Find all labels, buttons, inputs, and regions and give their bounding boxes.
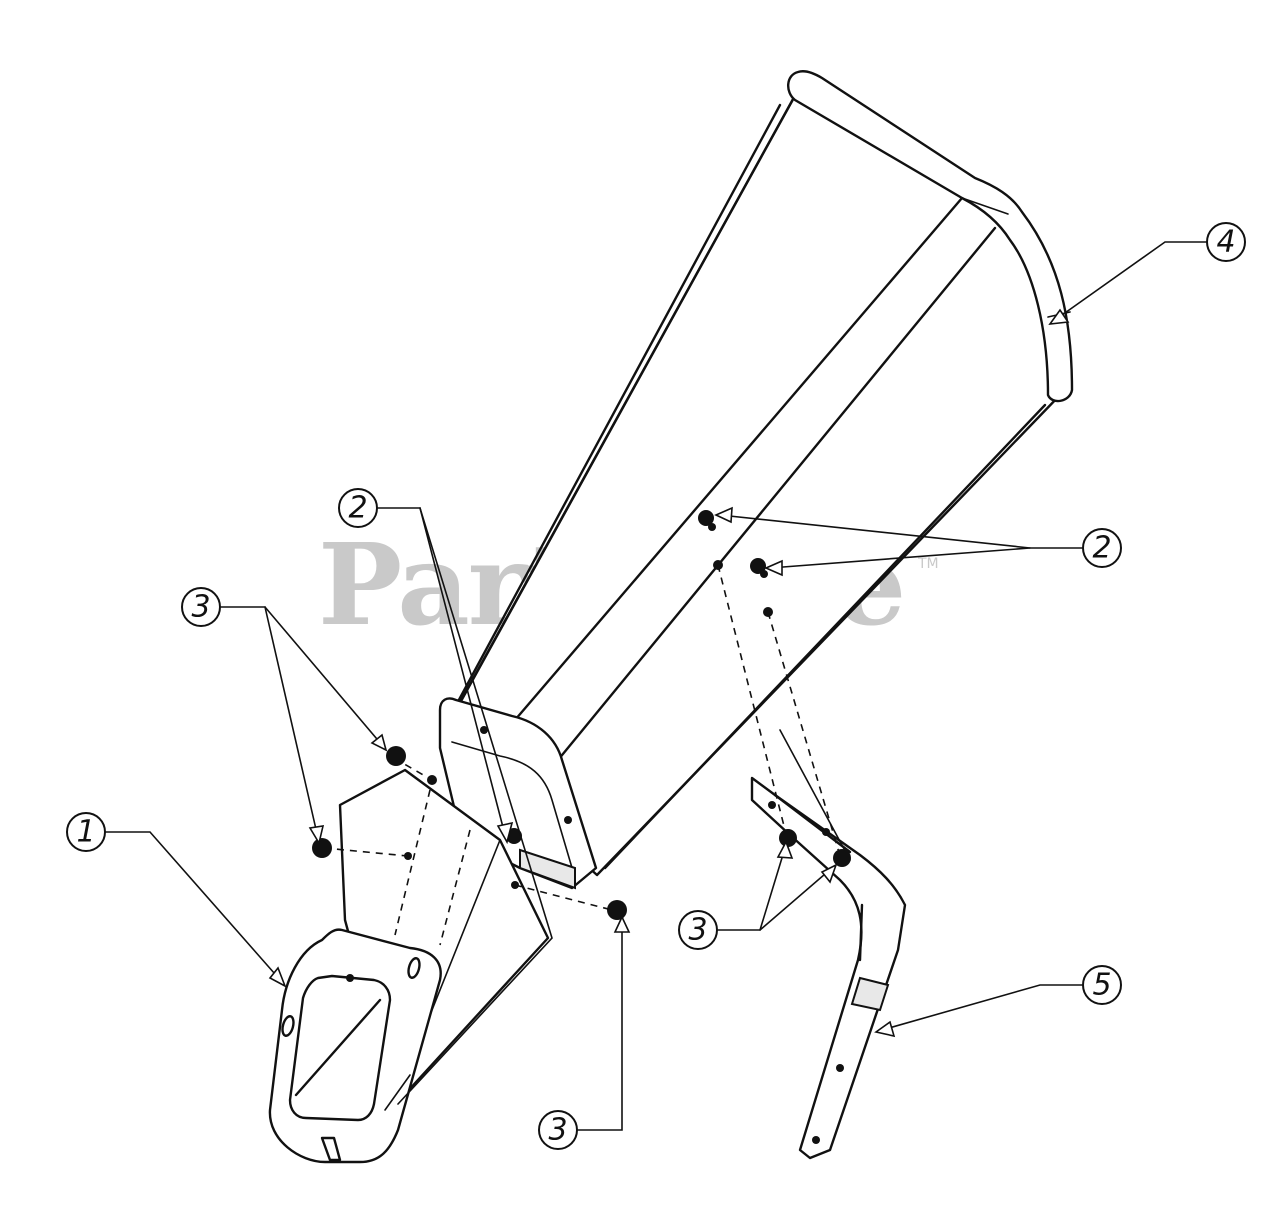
svg-text:2: 2 xyxy=(348,491,367,526)
nut-3-bracket-upper xyxy=(779,829,797,847)
alignment-lines xyxy=(323,564,841,911)
svg-text:4: 4 xyxy=(1216,225,1235,260)
bolt-2-upper xyxy=(698,510,714,526)
bolt-2-lower xyxy=(750,558,766,574)
callout-2b: 2 xyxy=(1082,528,1122,568)
svg-text:3: 3 xyxy=(688,913,707,948)
callout-3c: 3 xyxy=(678,910,718,950)
callout-4: 4 xyxy=(1206,222,1246,262)
chute-bracket xyxy=(750,729,907,1160)
trademark-mark: TM xyxy=(918,556,939,572)
svg-text:1: 1 xyxy=(76,815,95,850)
svg-text:3: 3 xyxy=(548,1113,567,1148)
callout-1: 1 xyxy=(66,812,106,852)
chute-body xyxy=(438,70,1074,890)
callout-5: 5 xyxy=(1082,965,1122,1005)
callout-2a: 2 xyxy=(338,488,378,528)
callout-3a: 3 xyxy=(181,587,221,627)
callout-3b: 3 xyxy=(538,1110,578,1150)
svg-text:5: 5 xyxy=(1092,968,1111,1003)
hardware xyxy=(312,510,851,920)
nut-3-bracket-lower xyxy=(833,849,851,867)
leader-lines xyxy=(103,241,1208,1131)
nut-3-left xyxy=(312,838,332,858)
svg-text:2: 2 xyxy=(1092,531,1111,566)
nut-3-upper xyxy=(386,746,406,766)
nut-3-bottom xyxy=(607,900,627,920)
svg-text:3: 3 xyxy=(191,590,210,625)
